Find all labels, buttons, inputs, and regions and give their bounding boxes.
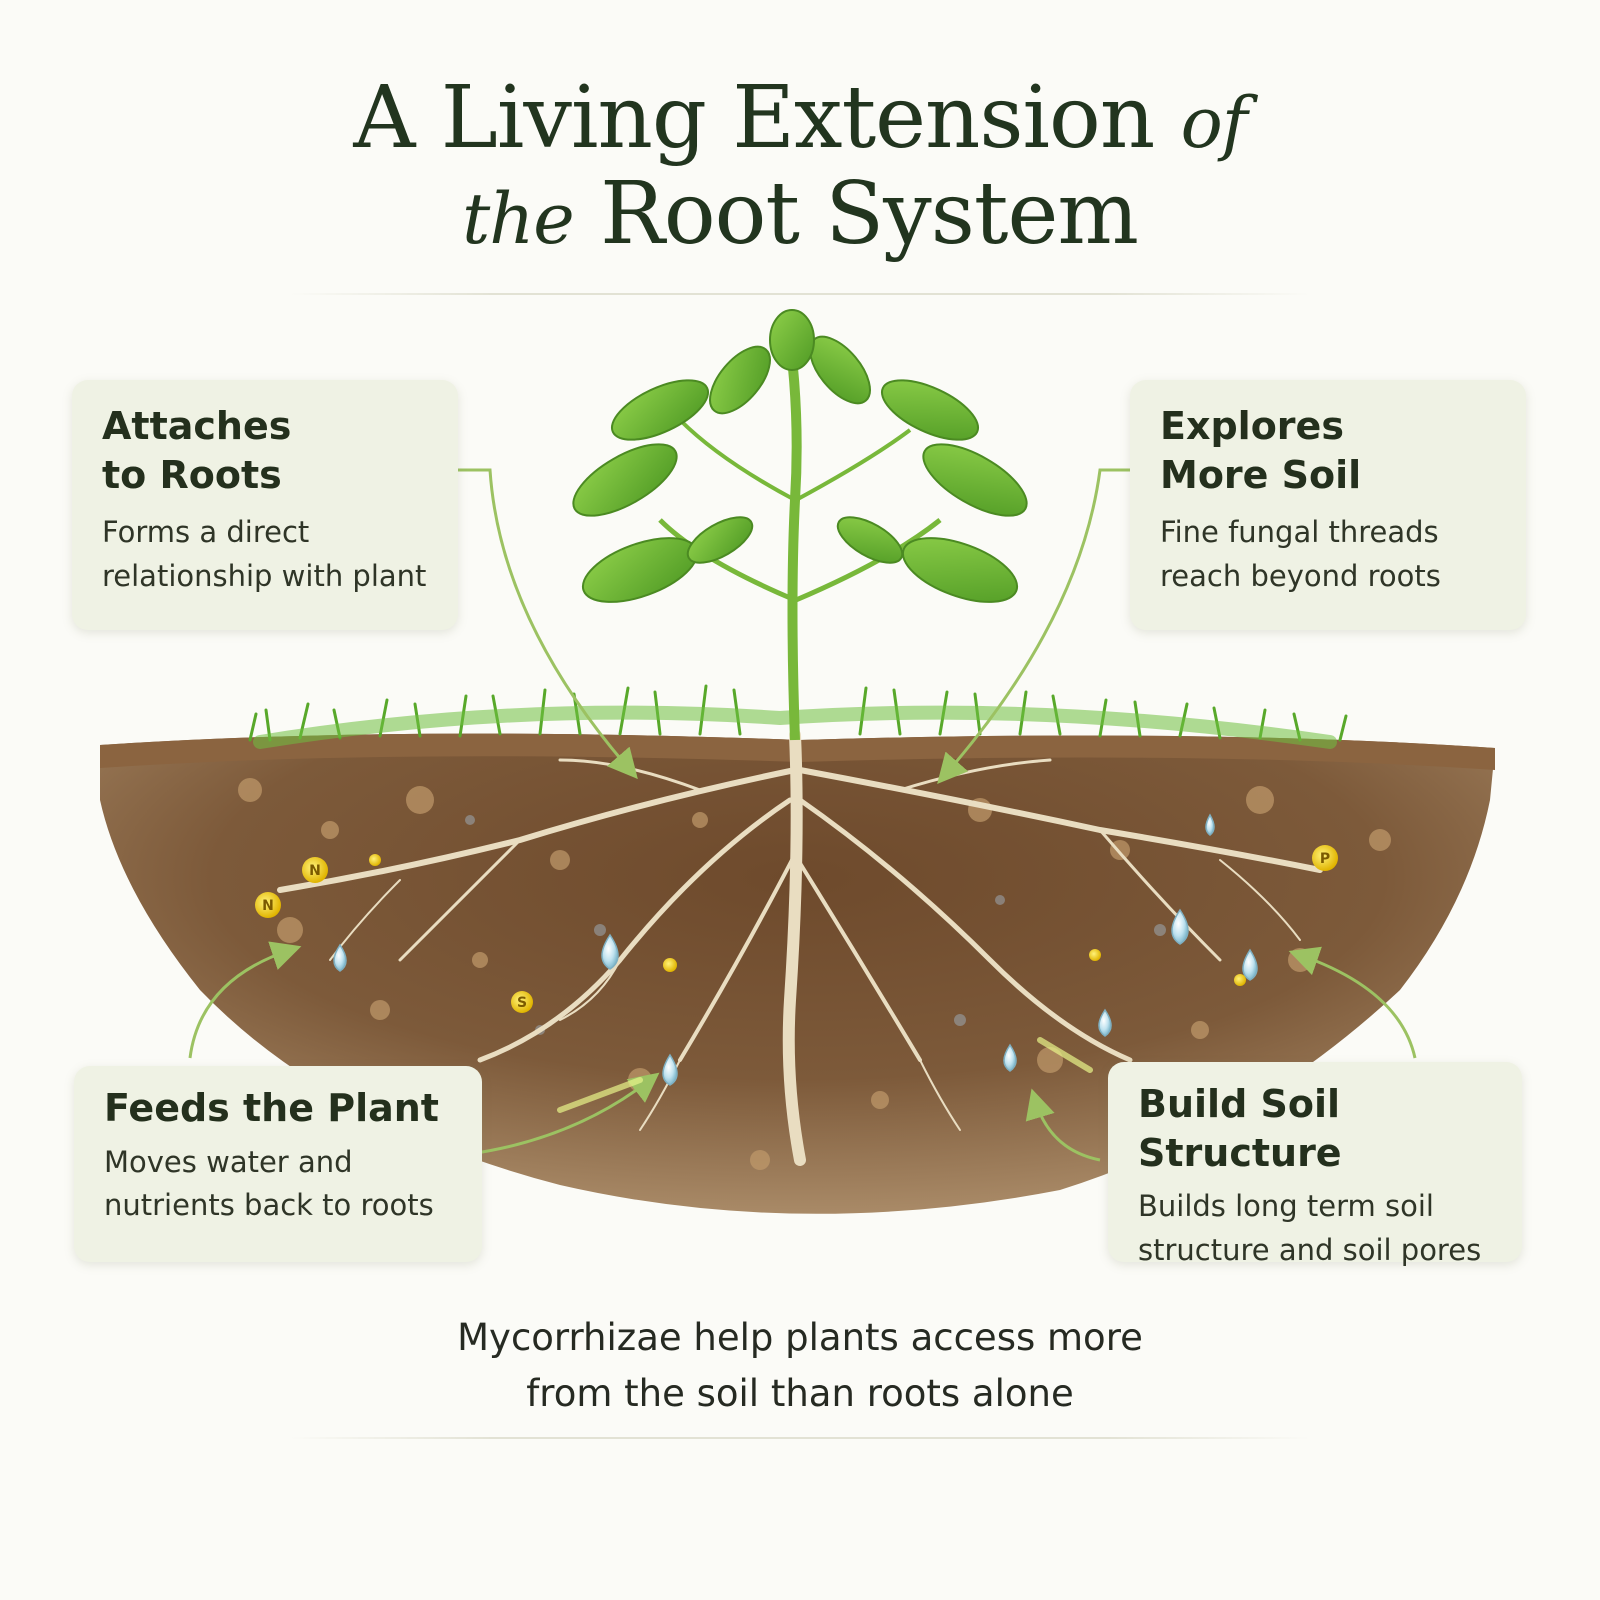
card-build-soil-structure: Build Soil Structure Builds long term so…: [1108, 1062, 1522, 1267]
arrow-icon: [188, 468, 1417, 1162]
card-builds-text-1: Builds long term soil: [1138, 1189, 1434, 1224]
caption-line-1: Mycorrhizae help plants access more: [457, 1316, 1143, 1359]
root-system: [277, 729, 1323, 1166]
nutrient-n2: [255, 892, 281, 918]
title-line-1: A Living Extension of: [0, 70, 1600, 166]
title-line-2: the Root System: [0, 166, 1600, 262]
title-italic-1: of: [1180, 82, 1248, 164]
card-builds-heading: Build Soil Structure: [1138, 1082, 1342, 1175]
card-explores-text-2: reach beyond roots: [1160, 558, 1441, 593]
caption-line-2: from the soil than roots alone: [526, 1371, 1074, 1415]
card-explores-heading: Explores More Soil: [1160, 402, 1496, 499]
card-explores-text-1: Fine fungal threads: [1160, 515, 1439, 550]
nutrient-p: [1312, 845, 1338, 871]
card-attaches-to-roots: Attaches to Roots Forms a direct relatio…: [72, 380, 458, 630]
title-main-2: Root System: [600, 164, 1139, 265]
nutrient-icon: N N S P: [255, 845, 1338, 1013]
water-drop-icon: [333, 813, 1258, 1086]
title-italic-2: the: [462, 178, 575, 261]
card-explores-heading-1: Explores: [1160, 404, 1344, 448]
nutrient-n2-label: N: [262, 898, 274, 914]
nutrient-s: [511, 991, 533, 1013]
card-attaches-heading: Attaches to Roots: [102, 402, 428, 499]
card-explores-text: Fine fungal threads reach beyond roots: [1160, 511, 1496, 598]
card-feeds-text-2: nutrients back to roots: [104, 1188, 434, 1223]
title-main-1: A Living Extension: [353, 68, 1155, 168]
card-explores-more-soil: Explores More Soil Fine fungal threads r…: [1130, 380, 1526, 630]
top-divider: [290, 293, 1310, 295]
card-attaches-text-1: Forms a direct: [102, 515, 310, 550]
card-builds-text: Builds long term soil structure and soil…: [1138, 1185, 1492, 1272]
card-feeds-the-plant: Feeds the Plant Moves water and nutrient…: [74, 1066, 482, 1262]
card-feeds-text: Moves water and nutrients back to roots: [104, 1141, 452, 1228]
nutrient-s-label: S: [517, 995, 527, 1011]
card-attaches-text: Forms a direct relationship with plant: [102, 511, 428, 598]
bottom-divider: [290, 1437, 1310, 1439]
card-explores-heading-2: More Soil: [1160, 452, 1362, 497]
card-attaches-heading-1: Attaches: [102, 404, 292, 448]
card-attaches-text-2: relationship with plant: [102, 558, 427, 593]
card-builds-text-2: structure and soil pores: [1138, 1232, 1482, 1267]
page-title: A Living Extension of the Root System: [0, 70, 1600, 263]
grass: [248, 684, 1348, 749]
arrow-glow: [557, 1037, 1093, 1113]
nutrient-n1: [302, 857, 328, 883]
card-feeds-heading: Feeds the Plant: [104, 1086, 439, 1130]
bottom-caption: Mycorrhizae help plants access more from…: [0, 1310, 1600, 1421]
plant-icon: [572, 309, 1028, 741]
card-feeds-text-1: Moves water and: [104, 1144, 353, 1179]
nutrient-p-label: P: [1320, 851, 1330, 867]
nutrient-n1-label: N: [309, 863, 321, 879]
card-attaches-heading-2: to Roots: [102, 452, 282, 497]
